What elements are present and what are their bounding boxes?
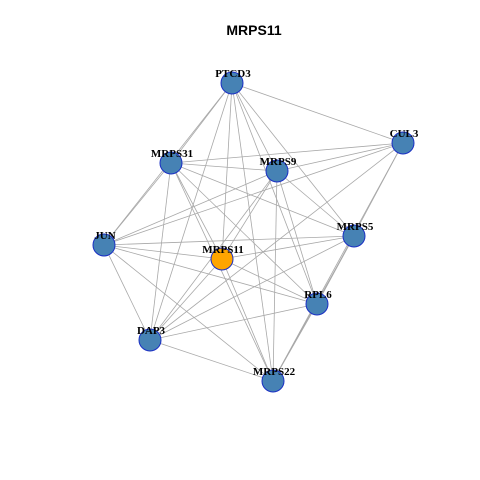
- node-mrps22: MRPS22: [253, 366, 296, 393]
- node-circle-cul3: [391, 131, 415, 155]
- edge-ptcd3-mrps5: [231, 82, 355, 237]
- node-label-mrps5: MRPS5: [337, 221, 374, 233]
- node-label-mrps9: MRPS9: [260, 156, 297, 168]
- graph-title: MRPS11: [226, 22, 281, 38]
- edge-cul3-mrps31: [170, 142, 404, 164]
- edge-ptcd3-rpl6: [231, 82, 318, 305]
- edge-jun-mrps22: [103, 244, 274, 382]
- edge-ptcd3-dap3: [149, 82, 233, 341]
- node-circle-mrps9: [265, 159, 289, 183]
- node-label-mrps11: MRPS11: [202, 244, 244, 256]
- node-circle-mrps22: [261, 369, 285, 393]
- edge-mrps9-rpl6: [276, 170, 318, 305]
- edge-mrps31-mrps11: [170, 162, 223, 260]
- node-circle-mrps5: [342, 224, 366, 248]
- edge-ptcd3-cul3: [231, 82, 404, 144]
- node-cul3: CUL3: [390, 128, 419, 155]
- edge-ptcd3-mrps9: [231, 82, 278, 172]
- edge-jun-rpl6: [103, 244, 318, 305]
- node-mrps5: MRPS5: [337, 221, 374, 248]
- edge-cul3-mrps22: [272, 142, 404, 382]
- edge-mrps31-jun: [103, 162, 172, 246]
- edge-mrps31-mrps9: [170, 162, 278, 172]
- edge-ptcd3-mrps11: [221, 82, 233, 260]
- edge-mrps11-mrps22: [221, 258, 274, 382]
- edge-mrps11-dap3: [149, 258, 223, 341]
- edge-mrps5-dap3: [149, 235, 355, 341]
- node-label-rpl6: RPL6: [304, 289, 332, 301]
- node-circle-ptcd3: [220, 71, 244, 95]
- node-circle-dap3: [138, 328, 162, 352]
- edge-mrps9-mrps11: [221, 170, 278, 260]
- node-mrps31: MRPS31: [151, 148, 193, 175]
- edge-rpl6-dap3: [149, 303, 318, 341]
- node-rpl6: RPL6: [304, 289, 332, 316]
- edge-mrps5-rpl6: [316, 235, 355, 305]
- node-label-dap3: DAP3: [137, 325, 166, 337]
- edge-mrps9-mrps5: [276, 170, 355, 237]
- edge-cul3-jun: [103, 142, 404, 246]
- node-label-cul3: CUL3: [390, 128, 419, 140]
- edge-mrps5-mrps11: [221, 235, 355, 260]
- node-jun: JUN: [92, 230, 116, 257]
- node-label-mrps22: MRPS22: [253, 366, 296, 378]
- node-circle-jun: [92, 233, 116, 257]
- edge-jun-mrps11: [103, 244, 223, 260]
- node-mrps9: MRPS9: [260, 156, 297, 183]
- node-circle-mrps31: [159, 151, 183, 175]
- edge-mrps31-mrps5: [170, 162, 355, 237]
- node-label-jun: JUN: [94, 230, 115, 242]
- node-label-ptcd3: PTCD3: [215, 68, 251, 80]
- edge-mrps11-rpl6: [221, 258, 318, 305]
- edge-cul3-dap3: [149, 142, 404, 341]
- edge-cul3-mrps9: [276, 142, 404, 172]
- node-circle-rpl6: [305, 292, 329, 316]
- node-label-mrps31: MRPS31: [151, 148, 193, 160]
- edge-jun-dap3: [103, 244, 151, 341]
- edge-dap3-mrps22: [149, 339, 274, 382]
- edge-layer: [103, 82, 404, 382]
- edge-ptcd3-mrps22: [231, 82, 274, 382]
- edge-mrps31-rpl6: [170, 162, 318, 305]
- edge-mrps9-jun: [103, 170, 278, 246]
- edge-mrps31-mrps22: [170, 162, 274, 382]
- edge-mrps5-jun: [103, 235, 355, 246]
- node-dap3: DAP3: [137, 325, 166, 352]
- node-ptcd3: PTCD3: [215, 68, 251, 95]
- node-mrps11: MRPS11: [202, 244, 244, 271]
- edge-rpl6-mrps22: [272, 303, 318, 382]
- node-circle-mrps11: [210, 247, 234, 271]
